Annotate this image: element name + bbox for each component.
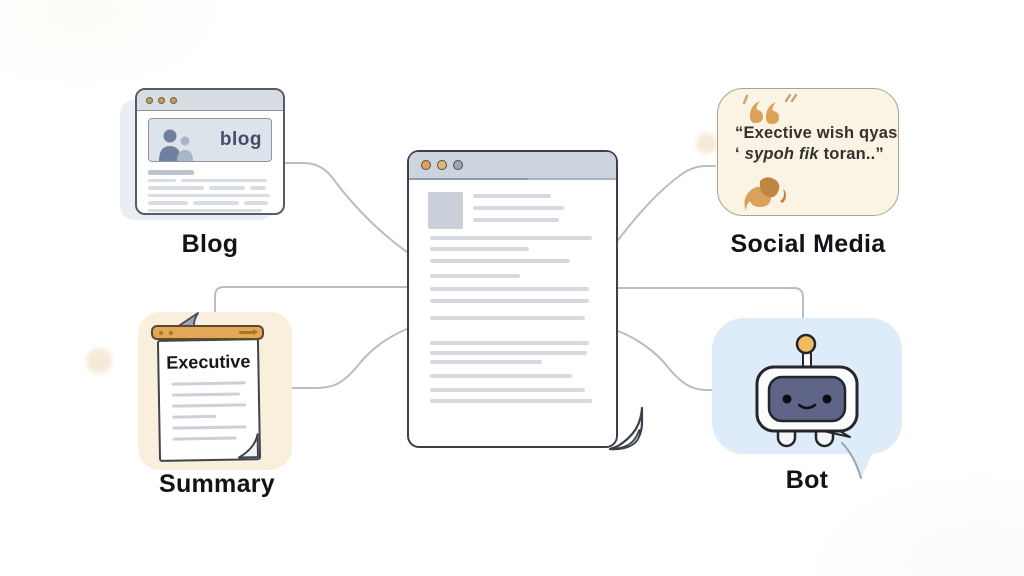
people-icon xyxy=(159,129,193,161)
window-control-dot xyxy=(170,96,177,104)
quote-close-icon xyxy=(744,177,786,211)
summary-label: Summary xyxy=(158,470,276,498)
notepad-page-curl xyxy=(233,432,260,459)
notepad-header-dot xyxy=(169,330,173,335)
blog-banner: blog xyxy=(148,118,272,162)
blog-window: blog xyxy=(135,88,285,215)
connector-document-to-bot-curve xyxy=(617,330,714,391)
robot-icon xyxy=(755,333,859,448)
antenna-ball xyxy=(795,333,817,355)
document-titlebar xyxy=(409,152,616,180)
social-media-label: Social Media xyxy=(730,230,886,258)
document-avatar-placeholder xyxy=(428,192,463,229)
titlebar-accent-line xyxy=(528,177,616,180)
social-bubble: “Exective wish qyas ‘ sypoh fik toran..” xyxy=(717,88,899,216)
connector-document-to-summary-curve xyxy=(290,328,408,389)
bot-label: Bot xyxy=(785,466,829,494)
bot-bubble-tail xyxy=(841,442,878,479)
decor-dot-left xyxy=(86,348,112,374)
blog-text-skeleton xyxy=(148,170,272,212)
notepad-paper: Executive xyxy=(156,338,262,462)
window-control-dot xyxy=(453,160,463,170)
page-curl xyxy=(608,406,644,451)
connector-document-to-social xyxy=(617,165,716,241)
quote-line-1: “Exective wish qyas xyxy=(735,124,898,142)
window-control-dot xyxy=(421,160,431,170)
notepad-header-dot xyxy=(159,330,163,335)
quote-line-2: ‘ sypoh fik toran..” xyxy=(735,145,884,163)
notepad-header-arrow xyxy=(239,329,258,335)
blog-window-titlebar xyxy=(137,90,283,111)
source-document-window xyxy=(407,150,618,448)
decor-dot-right xyxy=(696,133,717,154)
window-control-dot xyxy=(437,160,447,170)
document-body-skeleton xyxy=(430,236,592,403)
quote-open-icon xyxy=(742,93,798,124)
notepad-header xyxy=(151,325,264,340)
connector-document-to-bot-top xyxy=(617,287,804,319)
connector-blog-to-document xyxy=(284,162,408,253)
window-control-dot xyxy=(158,96,165,104)
connector-document-to-summary-top xyxy=(214,286,408,327)
window-control-dot xyxy=(146,96,153,104)
notepad-title: Executive xyxy=(166,351,251,373)
blog-label: Blog xyxy=(181,230,239,258)
social-quote-text: “Exective wish qyas ‘ sypoh fik toran..” xyxy=(735,123,897,165)
robot-screen xyxy=(767,375,847,423)
document-heading-skeleton xyxy=(473,194,564,230)
blog-badge: blog xyxy=(219,129,262,150)
